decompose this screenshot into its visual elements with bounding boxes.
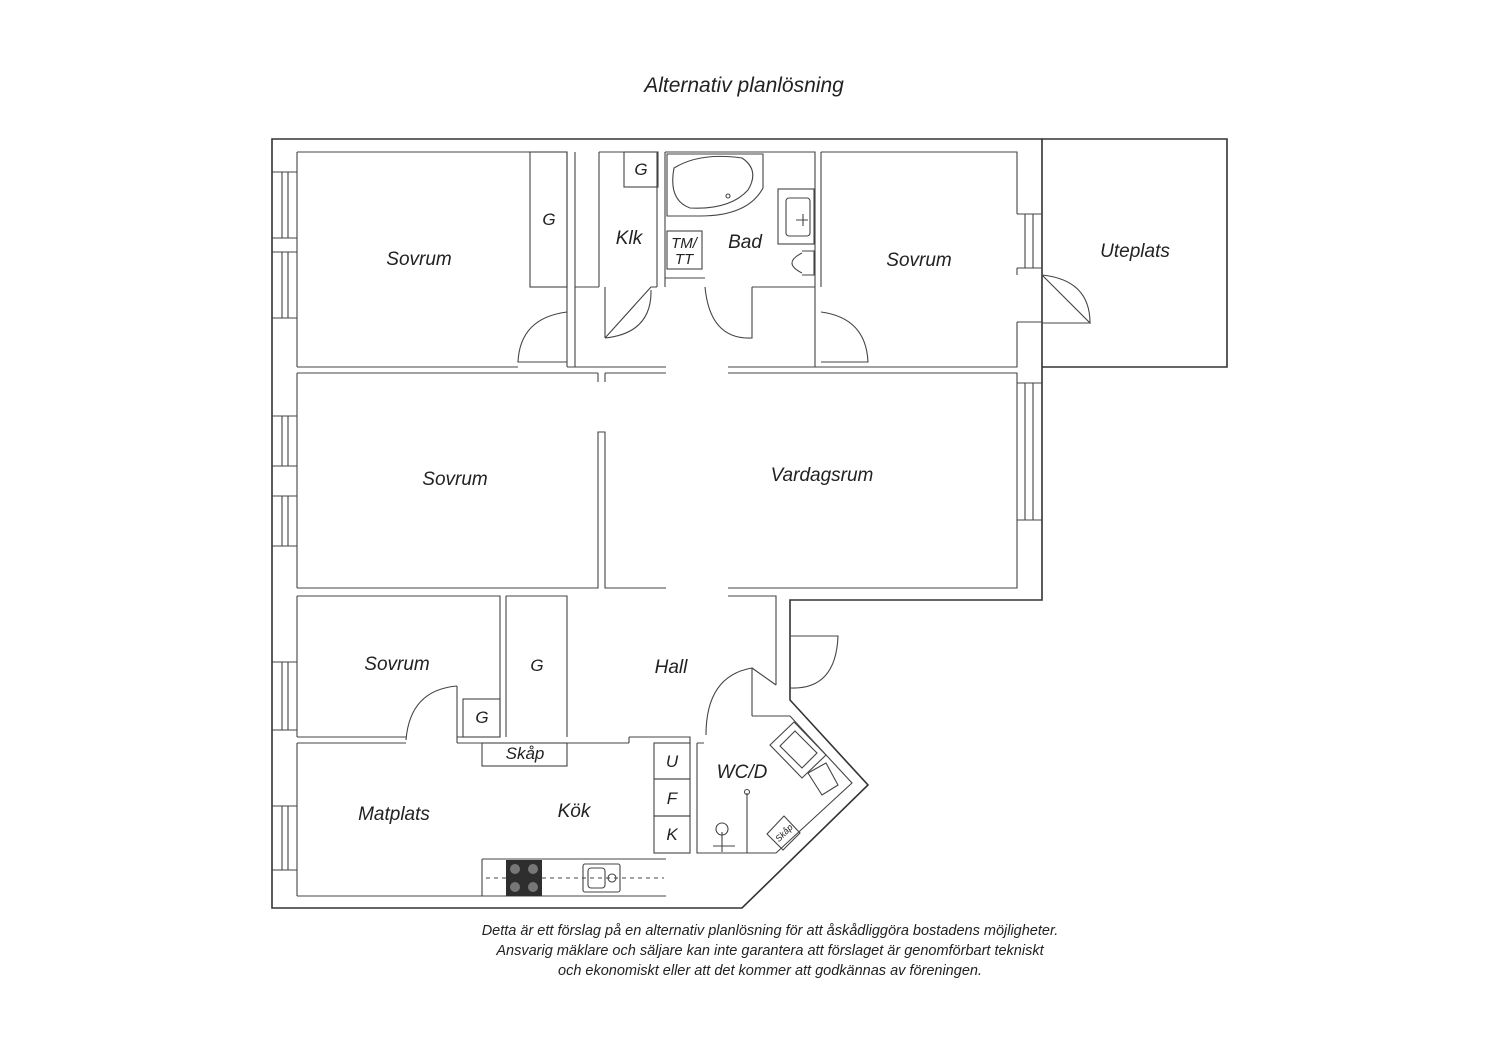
room-label-uteplats: Uteplats	[1100, 241, 1170, 262]
kitchen-tap-icon	[607, 873, 617, 883]
label-g-top-left: G	[542, 210, 555, 229]
door-bedroom-top-right[interactable]	[814, 287, 869, 367]
outer-wall	[271, 138, 1043, 909]
label-skap-wc: Skåp	[773, 822, 795, 844]
disclaimer-line-2: Ansvarig mäklare och säljare kan inte ga…	[496, 943, 1044, 959]
plan-title: Alternativ planlösning	[644, 74, 844, 97]
label-g-small: G	[475, 708, 488, 727]
windows-left	[272, 171, 297, 871]
wc-toilet-icon	[807, 762, 839, 796]
window-bedroom-right	[1017, 213, 1042, 269]
stove-icon	[506, 860, 542, 896]
washer-dryer-box	[666, 230, 703, 270]
door-terrace[interactable]	[1041, 274, 1092, 324]
closet-small-g	[462, 698, 501, 738]
bath-faucet-icon	[796, 214, 808, 226]
kitchen-sink-basin-icon	[587, 867, 606, 889]
skap-cabinet	[481, 742, 568, 767]
floor-drain-icon	[715, 822, 729, 836]
room-label-matplats: Matplats	[358, 804, 430, 825]
living-room-walls	[728, 383, 1018, 589]
bathtub-icon	[666, 153, 764, 217]
label-g-hall: G	[530, 656, 543, 675]
burner-2-icon	[528, 864, 538, 874]
window-living-room	[1017, 382, 1042, 521]
burner-1-icon	[510, 864, 520, 874]
door-bedroom-small[interactable]	[405, 685, 458, 743]
kitchen-wall-stub	[628, 736, 691, 743]
wc-skap-box	[766, 815, 801, 851]
room-label-sovrum-middle: Sovrum	[422, 469, 487, 490]
door-bathroom[interactable]	[704, 286, 753, 339]
label-k: K	[666, 825, 678, 844]
burner-4-icon	[528, 882, 538, 892]
label-f: F	[667, 789, 679, 808]
bedroom-small-walls	[297, 736, 629, 744]
label-tm-tt-line2: TT	[675, 251, 695, 268]
klk-walls	[574, 151, 658, 367]
bedroom-top-right-walls	[820, 151, 1018, 368]
shower-head-icon	[743, 788, 751, 796]
corridor-wall-top	[297, 366, 1018, 383]
room-label-bad: Bad	[728, 232, 763, 253]
room-label-wc-d: WC/D	[717, 762, 768, 783]
bath-sink-icon	[785, 197, 811, 237]
shower-icon	[713, 793, 748, 853]
kitchen-sink-icon	[582, 863, 621, 893]
door-wc[interactable]	[705, 667, 777, 736]
room-label-hall: Hall	[655, 657, 689, 678]
room-label-klk: Klk	[616, 228, 644, 249]
bathroom-walls	[664, 151, 816, 288]
room-label-sovrum-top-left: Sovrum	[386, 249, 451, 270]
bathtub-drain-icon	[725, 193, 731, 199]
bedroom-top-left-walls	[297, 151, 666, 368]
disclaimer-line-1: Detta är ett förslag på en alternativ pl…	[481, 923, 1059, 939]
label-skap: Skåp	[506, 744, 545, 763]
corridor-wall-bottom	[297, 595, 777, 737]
closet-top-left	[529, 151, 568, 288]
room-label-vardagsrum: Vardagsrum	[771, 465, 874, 486]
door-bedroom-top-left[interactable]	[517, 287, 568, 367]
bath-toilet-icon	[791, 250, 815, 276]
door-klk[interactable]	[604, 286, 652, 339]
disclaimer-line-3: och ekonomiskt eller att det kommer att …	[558, 963, 982, 979]
burner-3-icon	[510, 882, 520, 892]
bedroom-middle-walls	[297, 431, 666, 589]
wc-walls	[696, 715, 853, 854]
label-g-bath: G	[634, 160, 647, 179]
terrace-outline	[1042, 138, 1228, 368]
label-tm-tt-line1: TM/	[671, 235, 699, 252]
bath-sink-cabinet	[777, 188, 815, 245]
door-entrance[interactable]	[789, 635, 839, 689]
cabinet-k	[653, 815, 691, 854]
room-label-kok: Kök	[558, 801, 592, 822]
wc-sink-icon	[769, 721, 827, 779]
kitchen-counter	[481, 858, 666, 896]
inner-wall-line	[296, 152, 666, 897]
label-u: U	[666, 752, 679, 771]
closet-bath-g	[623, 151, 659, 188]
room-label-sovrum-top-right: Sovrum	[886, 250, 951, 271]
disclaimer: Detta är ett förslag på en alternativ pl…	[370, 921, 1170, 981]
room-label-sovrum-small: Sovrum	[364, 654, 429, 675]
